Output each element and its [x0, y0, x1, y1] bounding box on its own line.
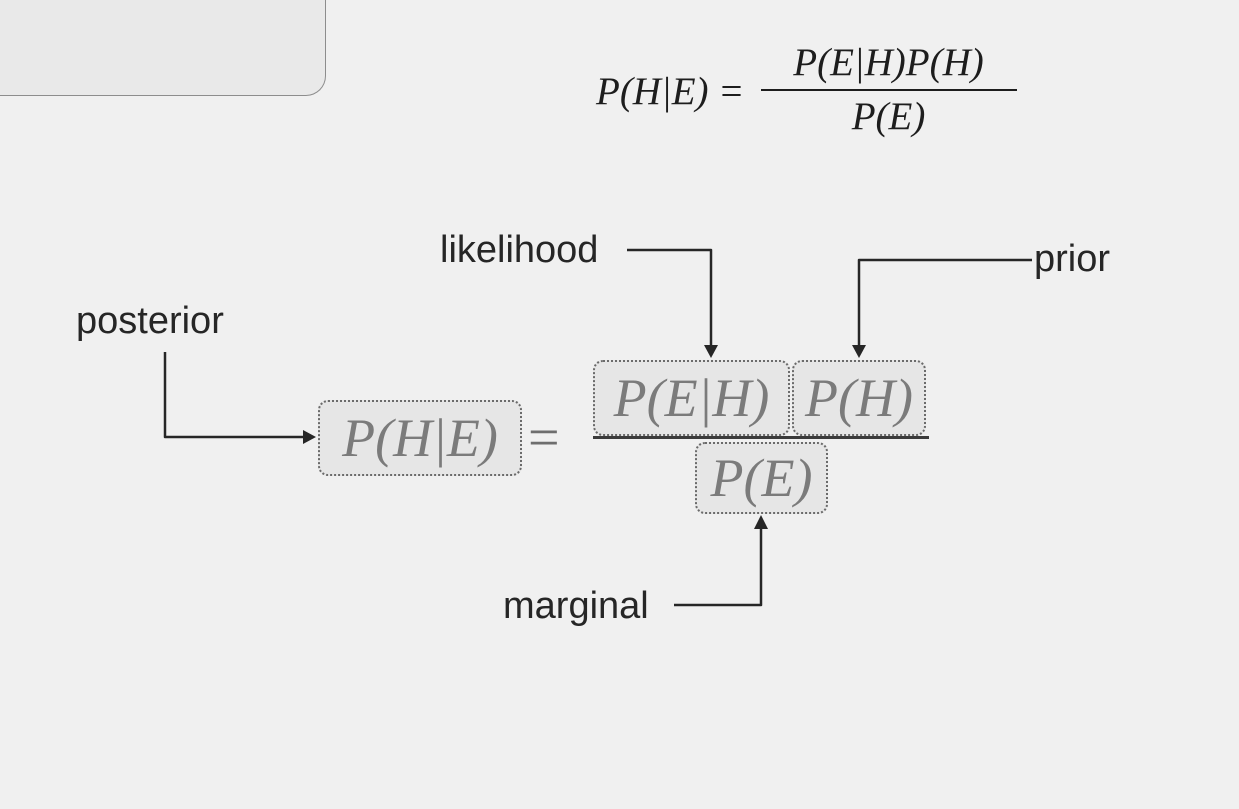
prior-term-box: P(H)	[792, 360, 926, 436]
arrowhead-prior	[852, 345, 866, 358]
posterior-term-box: P(H|E)	[318, 400, 522, 476]
prior-term: P(H)	[805, 368, 913, 428]
marginal-term: P(E)	[710, 448, 813, 508]
formula-numerator: P(E|H)P(H)	[793, 41, 984, 84]
label-prior: prior	[1034, 238, 1111, 280]
arrow-posterior	[163, 352, 306, 439]
corner-panel	[0, 0, 326, 96]
arrow-prior	[857, 258, 1032, 346]
arrowhead-marginal	[754, 515, 768, 529]
arrowhead-likelihood	[704, 345, 718, 358]
likelihood-term: P(E|H)	[613, 368, 770, 428]
arrow-likelihood	[627, 248, 713, 346]
arrow-marginal	[674, 528, 763, 607]
arrowhead-posterior	[303, 430, 316, 444]
annotated-fraction-bar	[593, 436, 929, 439]
formula-lhs: P(H|E)	[596, 69, 709, 113]
label-likelihood: likelihood	[440, 229, 599, 271]
fraction-bar	[760, 89, 1017, 91]
likelihood-term-box: P(E|H)	[593, 360, 790, 436]
bayes-formula: P(H|E) = P(E|H)P(H) P(E)	[596, 36, 1017, 146]
posterior-term: P(H|E)	[342, 408, 498, 468]
label-posterior: posterior	[76, 300, 224, 342]
label-marginal: marginal	[503, 585, 649, 627]
formula-fraction: P(E|H)P(H) P(E)	[760, 39, 1017, 143]
annotated-equals: =	[528, 407, 560, 469]
formula-equals: =	[720, 69, 743, 113]
marginal-term-box: P(E)	[695, 442, 828, 514]
formula-denominator: P(E)	[851, 95, 926, 138]
